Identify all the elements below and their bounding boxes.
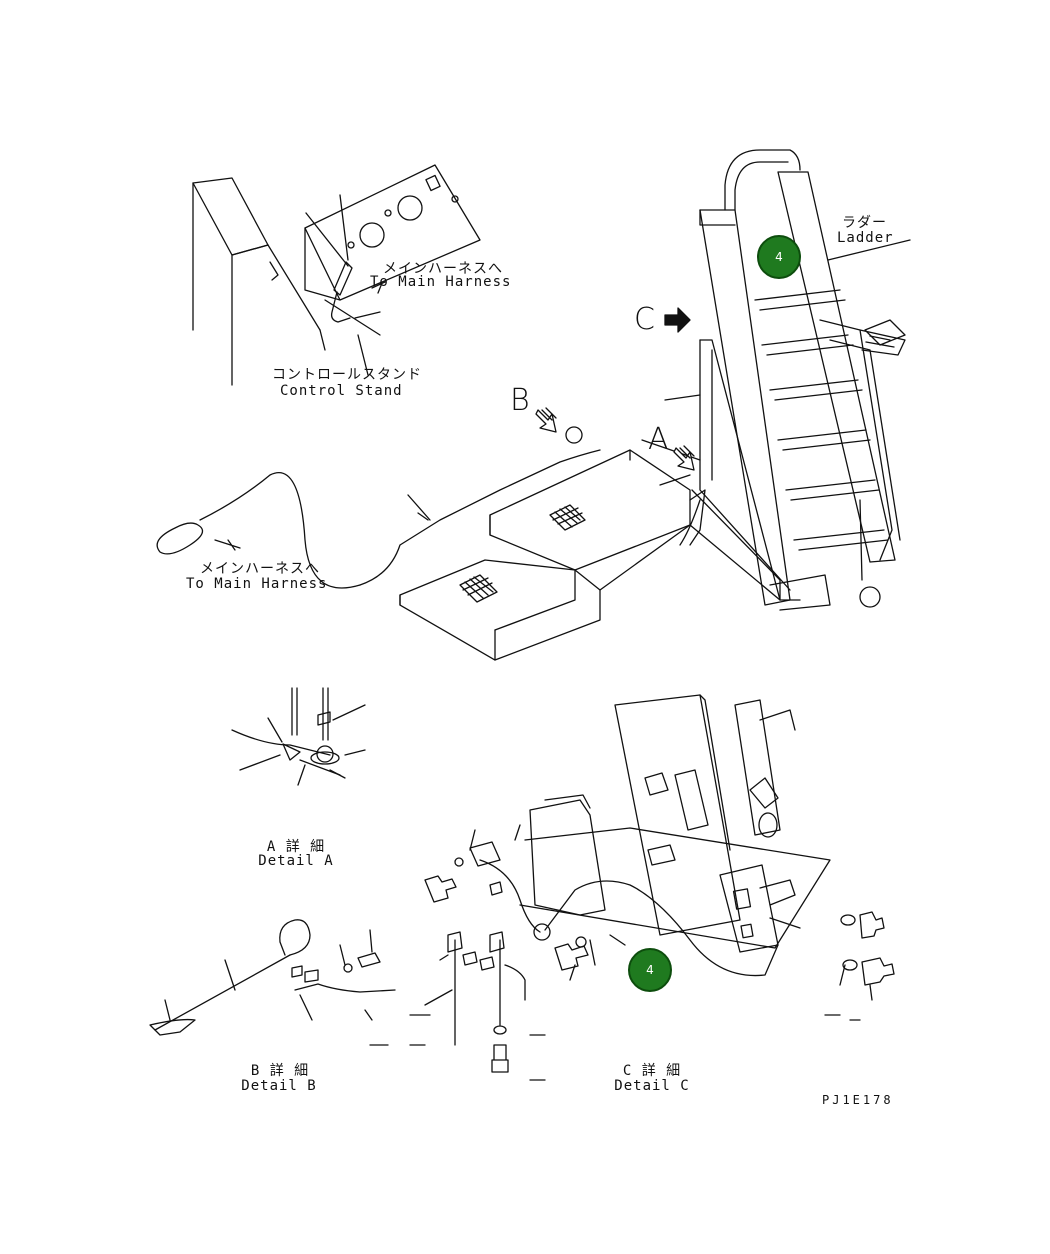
detail-b-drawing [149,919,396,1036]
ladder-jp-label: ラダー [842,215,887,231]
drawing-code-label: PJ1E178 [822,1093,894,1107]
detail-c-jp-label: C 詳 細 [622,1063,682,1079]
part-callout-badge[interactable]: 4 [757,235,801,279]
main-harness-en-left-label: To Main Harness [186,576,328,592]
detail-b-en-label: Detail B [241,1078,317,1094]
detail-c-en-label: Detail C [614,1078,690,1094]
view-a-label: A [648,422,669,457]
control-stand-en-label: Control Stand [280,383,403,399]
detail-b-jp-label: B 詳 細 [250,1063,310,1079]
platform-drawing [156,319,906,661]
detail-c-drawing [369,694,895,1081]
view-c-label: C [634,302,655,337]
main-harness-en-top-label: To Main Harness [370,274,512,290]
ladder-en-label: Ladder [837,230,894,246]
main-harness-jp-top-label: メインハーネスへ [383,261,503,277]
main-harness-jp-left-label: メインハーネスへ [200,561,320,577]
detail-a-drawing [231,687,366,786]
control-stand-jp-label: コントロールスタンド [272,367,422,383]
part-callout-badge[interactable]: 4 [628,948,672,992]
detail-a-en-label: Detail A [258,853,334,869]
ladder-drawing [664,149,911,611]
view-b-label: B [510,383,530,418]
control-stand-drawing [192,164,481,386]
detail-a-jp-label: A 詳 細 [266,839,326,855]
view-arrows [535,307,695,471]
